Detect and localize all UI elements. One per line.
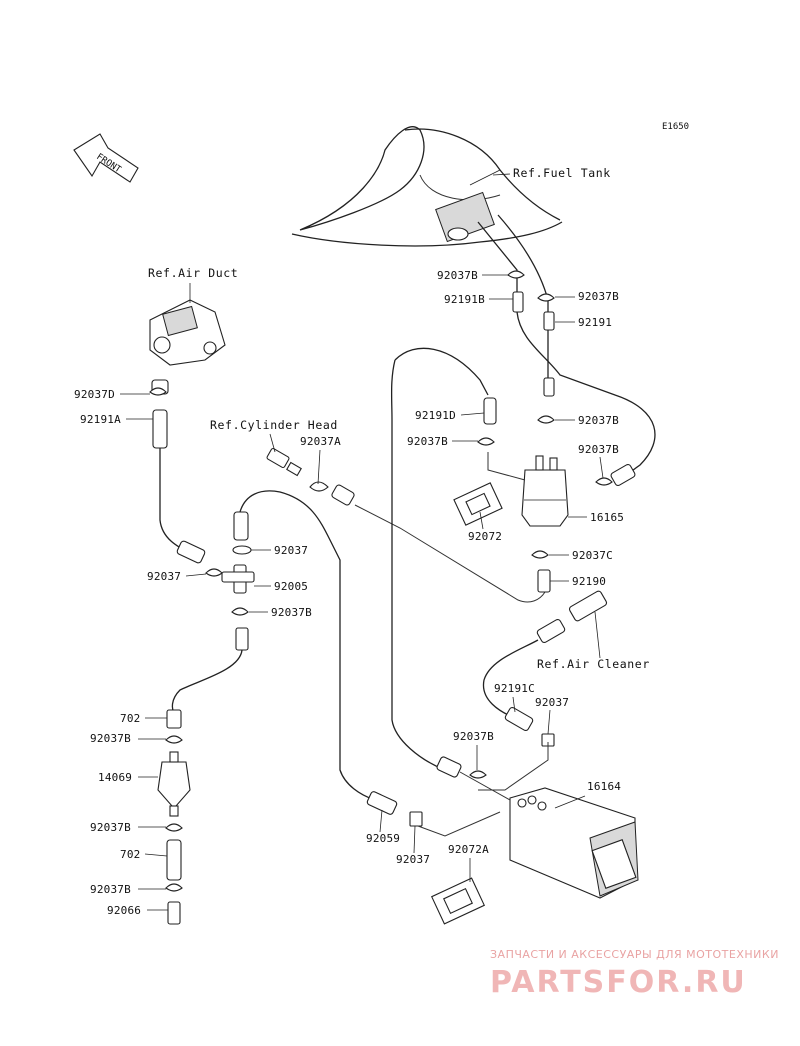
label-92037-tee-top: 92037: [274, 544, 308, 557]
label-702-lower: 702: [120, 848, 140, 861]
clamp-92037b-filter-top: [165, 735, 183, 744]
label-702-upper: 702: [120, 712, 140, 725]
hose-92059: [366, 791, 398, 815]
label-92191d: 92191D: [415, 409, 456, 422]
bracket-92072: [453, 482, 503, 526]
label-92037b-right-of-filter: 92037B: [578, 443, 619, 456]
label-14069: 14069: [98, 771, 132, 784]
clamp-92037b-bottom: [165, 883, 183, 892]
ref-cylinder-head: Ref.Cylinder Head: [210, 418, 338, 432]
clamp-92037b-canister-left: [469, 770, 487, 779]
front-arrow-icon: FRONT: [73, 133, 139, 183]
hose-92191: [543, 311, 555, 331]
label-16164: 16164: [587, 780, 621, 793]
label-92191b: 92191B: [444, 293, 485, 306]
label-92005: 92005: [274, 580, 308, 593]
hose-center-loop: [394, 347, 489, 396]
air-duct-assembly: [149, 299, 226, 395]
hose-92191a: [152, 409, 168, 449]
label-92037b-left-of-filter: 92037B: [407, 435, 448, 448]
label-92037-canister-bottom: 92037: [396, 853, 430, 866]
clamp-92037-tee-left: [205, 568, 223, 577]
label-92191: 92191: [578, 316, 612, 329]
label-92037c: 92037C: [572, 549, 613, 562]
label-92037b-filter-bottom: 92037B: [90, 821, 131, 834]
label-92037b-top-right: 92037B: [578, 290, 619, 303]
label-92037b-mid-right: 92037B: [578, 414, 619, 427]
hose-tee-to-filter: [171, 649, 243, 713]
ref-air-cleaner: Ref.Air Cleaner: [537, 657, 650, 671]
clamp-92037c: [531, 550, 549, 559]
hose-stub-upper: [233, 511, 249, 541]
hose-702-lower: [166, 839, 182, 881]
label-92072a: 92072A: [448, 843, 489, 856]
label-92191a: 92191A: [80, 413, 121, 426]
hose-92191d: [483, 397, 497, 425]
label-92037-canister-right: 92037: [535, 696, 569, 709]
hose-92191-lower: [543, 377, 555, 397]
label-92037b-top-left: 92037B: [437, 269, 478, 282]
fuel-filter-14069: [157, 751, 191, 817]
label-92037b-canister-left: 92037B: [453, 730, 494, 743]
hose-92191b: [512, 291, 524, 313]
label-92037d: 92037D: [74, 388, 115, 401]
label-92072: 92072: [468, 530, 502, 543]
clamp-92037b-right-of-filter: [595, 477, 613, 486]
bracket-92072a: [430, 877, 486, 925]
label-92037-tee-left: 92037: [147, 570, 181, 583]
label-92190: 92190: [572, 575, 606, 588]
air-cleaner-fitting: [536, 590, 608, 644]
clamp-92037d: [149, 387, 167, 396]
canister-16164: [509, 787, 639, 899]
hose-air-cleaner: [482, 639, 539, 719]
label-92037b-tee-bottom: 92037B: [271, 606, 312, 619]
cylinder-head-fitting: [266, 447, 302, 477]
clamp-92037b-mid-right: [537, 415, 555, 424]
label-92037a: 92037A: [300, 435, 341, 448]
clamp-92037b-filter-bottom: [165, 823, 183, 832]
clamp-92037b-top-left: [507, 270, 525, 279]
fitting-92066: [167, 901, 181, 925]
diagram-code: E1650: [662, 122, 689, 132]
hose-duct-to-tee: [159, 448, 196, 557]
hose-92191c: [504, 706, 534, 732]
canister-filter-16165: [521, 455, 569, 527]
fuel-tank-fitting: [435, 191, 495, 243]
fuel-tank-outline: [291, 126, 563, 247]
hose-92190: [537, 569, 551, 593]
hose-center-long: [390, 359, 446, 771]
hose-tee-to-canister: [239, 490, 376, 801]
ref-air-duct: Ref.Air Duct: [148, 266, 238, 280]
watermark-tagline: ЗАПЧАСТИ И АКСЕССУАРЫ ДЛЯ МОТОТЕХНИКИ: [490, 948, 779, 961]
hose-tank-to-right: [477, 221, 656, 479]
label-92191c: 92191C: [494, 682, 535, 695]
label-92037b-filter-top: 92037B: [90, 732, 131, 745]
label-92037b-bottom: 92037B: [90, 883, 131, 896]
clamp-92037a: [309, 481, 329, 492]
watermark-logo: PARTSFOR.RU: [490, 965, 747, 1000]
clip-92037-canister-bottom: [409, 811, 423, 827]
tee-joint-92005: [221, 564, 255, 594]
clamp-92037b-left-of-filter: [477, 437, 495, 446]
label-92066: 92066: [107, 904, 141, 917]
clamp-92037-tee-top: [232, 545, 252, 555]
label-92059: 92059: [366, 832, 400, 845]
clamp-92037b-tee-bottom: [231, 607, 249, 616]
hose-702-upper: [166, 709, 182, 729]
clamp-92037b-top-right: [537, 293, 555, 302]
label-16165: 16165: [590, 511, 624, 524]
hose-cylinder-head: [354, 504, 546, 603]
ref-fuel-tank: Ref.Fuel Tank: [513, 166, 611, 180]
